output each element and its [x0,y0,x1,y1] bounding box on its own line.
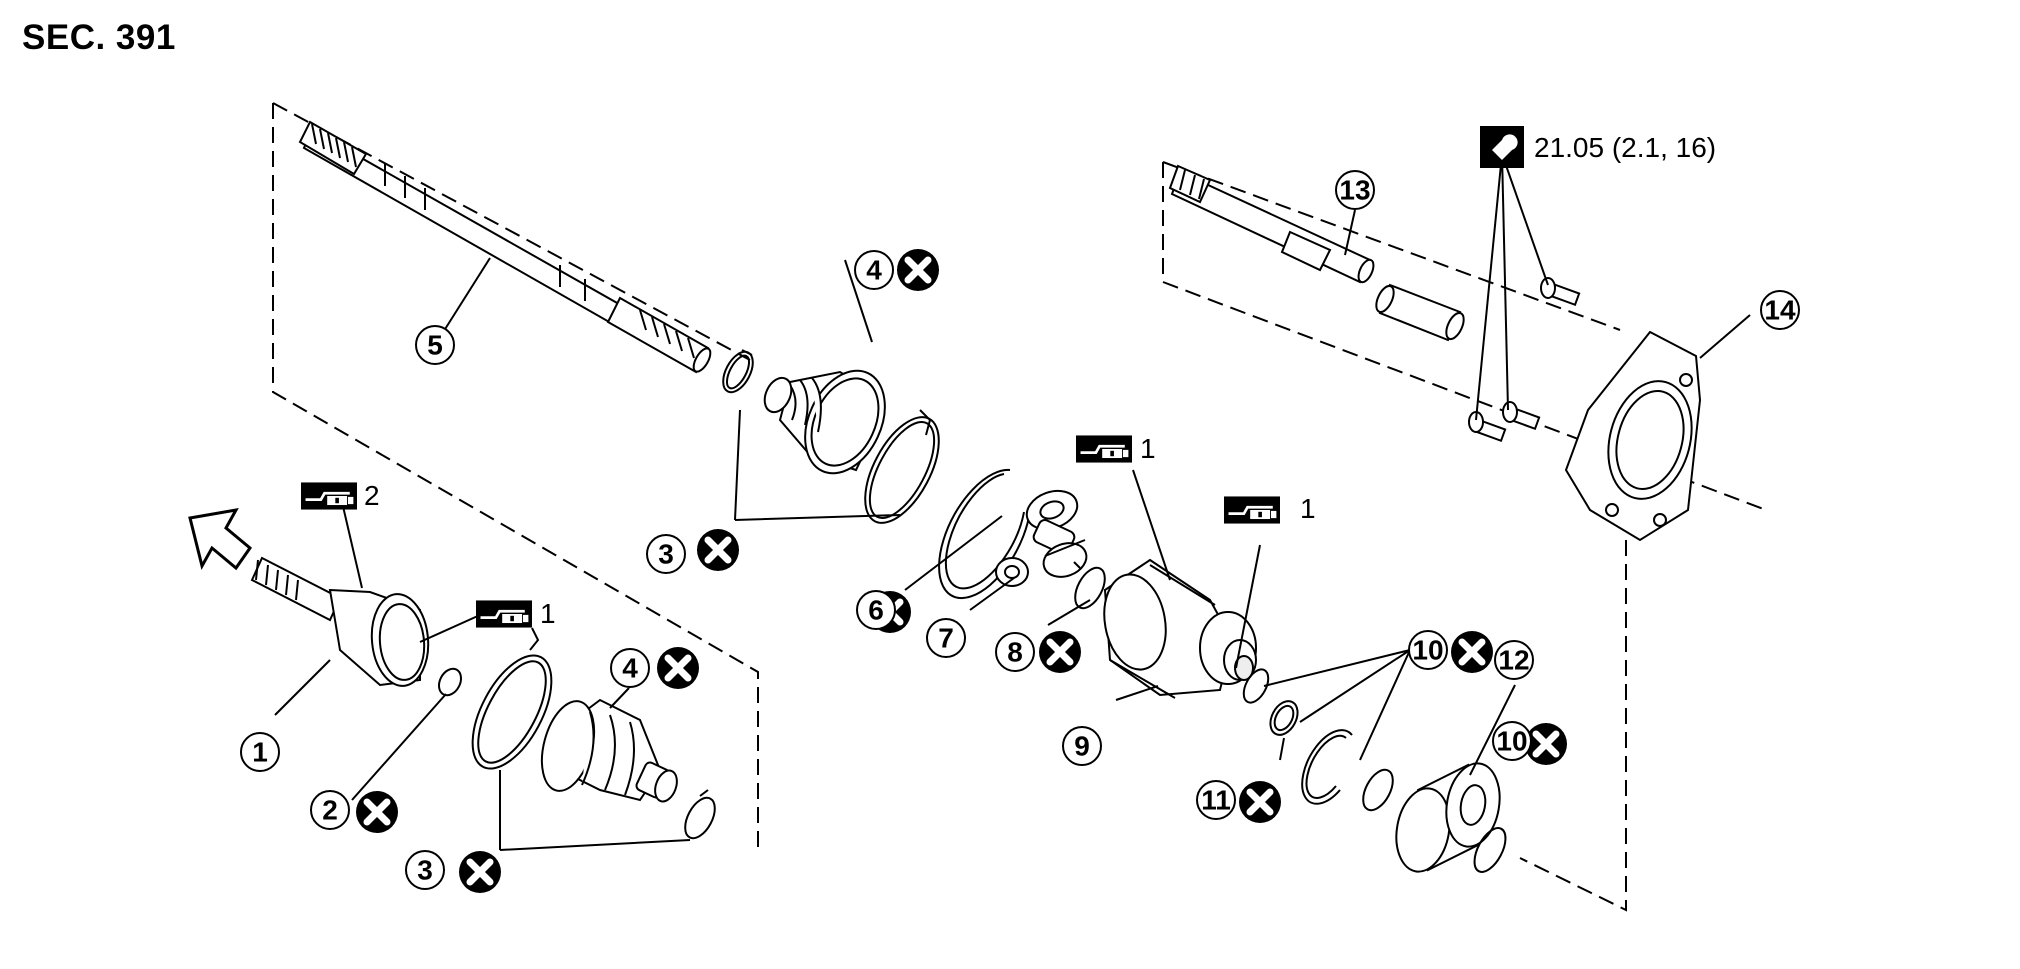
callout-3-upper: 3 [658,539,674,570]
callout-circle [240,732,280,772]
callout-4-upper: 4 [866,255,882,286]
callout-13: 13 [1339,175,1370,206]
part-10-seal-d [1473,827,1507,873]
callout-circle [856,590,896,630]
x-circle-icon [356,791,398,833]
callout-circle [1760,290,1800,330]
callout-circle [646,534,686,574]
torque-wrench-icon [1480,126,1524,168]
grease-qty-label: 2 [364,480,380,511]
part-2-circlip [437,667,463,697]
torque-spec-label: 21.05 (2.1, 16) [1534,132,1716,163]
callout-3-lower: 3 [417,855,433,886]
callout-4-lower: 4 [622,653,638,684]
grease-gun-icon [476,600,532,628]
x-circle-icon [897,249,939,291]
callout-7: 7 [938,623,954,654]
x-circle-icon [459,851,501,893]
callout-circle [1494,640,1534,680]
part-14-bracket [1564,330,1702,542]
callout-circle [1196,780,1236,820]
callout-6: 6 [868,595,884,626]
grease-qty-label: 1 [1140,433,1156,464]
leader-lines [274,209,1751,851]
callout-circle [1492,721,1532,761]
callout-circle [1408,630,1448,670]
part-8-snap-ring [1073,561,1106,610]
torque-leader-lines [1475,153,1549,421]
callout-circle [310,790,350,830]
callout-2: 2 [322,795,338,826]
part-11-o-ring [1269,700,1299,736]
callout-circle [1062,726,1102,766]
part-3-band-upper [722,349,754,394]
part-3-band-upper-right [864,409,940,524]
part-1-outer-joint [250,556,430,687]
x-circle-icon [657,647,699,689]
part-10-snap-ring-b [1301,729,1353,805]
x-circle-icon [1451,631,1493,673]
callout-circle [415,325,455,365]
grease-gun-icon [301,482,357,510]
torque-bolts [1468,277,1581,443]
grease-qty-label: 1 [540,598,556,629]
callout-1: 1 [252,737,268,768]
assembly-outline [272,102,1767,912]
callout-8: 8 [1007,637,1023,668]
callout-11: 11 [1201,785,1231,816]
callout-circle [854,250,894,290]
callout-9: 9 [1074,731,1090,762]
callout-10-a: 10 [1412,635,1443,666]
part-3-band-lower-small [684,789,716,840]
callout-circle [405,850,445,890]
part-12-bearing [1395,762,1501,873]
callout-circle [1335,170,1375,210]
part-13-stub-shaft [1168,164,1465,342]
grease-gun-icon [1076,435,1132,463]
callout-circle [610,648,650,688]
callout-10-b: 10 [1496,726,1527,757]
callout-circle [926,618,966,658]
callout-14: 14 [1764,295,1796,326]
part-4-boot-lower [540,698,678,803]
part-9-housing [1103,558,1257,699]
part-7-spider-assembly [995,489,1088,587]
x-circle-icon [697,529,739,571]
x-circle-icon [1239,781,1281,823]
grease-gun-icon [1224,496,1280,524]
part-5-shaft [298,120,712,374]
section-title: SEC. 391 [22,18,176,57]
part-10-seal-c [1362,768,1394,812]
callout-circle [995,632,1035,672]
part-4-boot-upper [763,369,886,475]
callout-12: 12 [1498,645,1529,676]
part-10-seal-a [1242,668,1270,704]
part-3-band-lower [471,627,553,770]
callout-5: 5 [427,330,443,361]
x-circle-icon [1039,631,1081,673]
grease-qty-label: 1 [1300,493,1316,524]
front-arrow-icon [188,507,253,571]
